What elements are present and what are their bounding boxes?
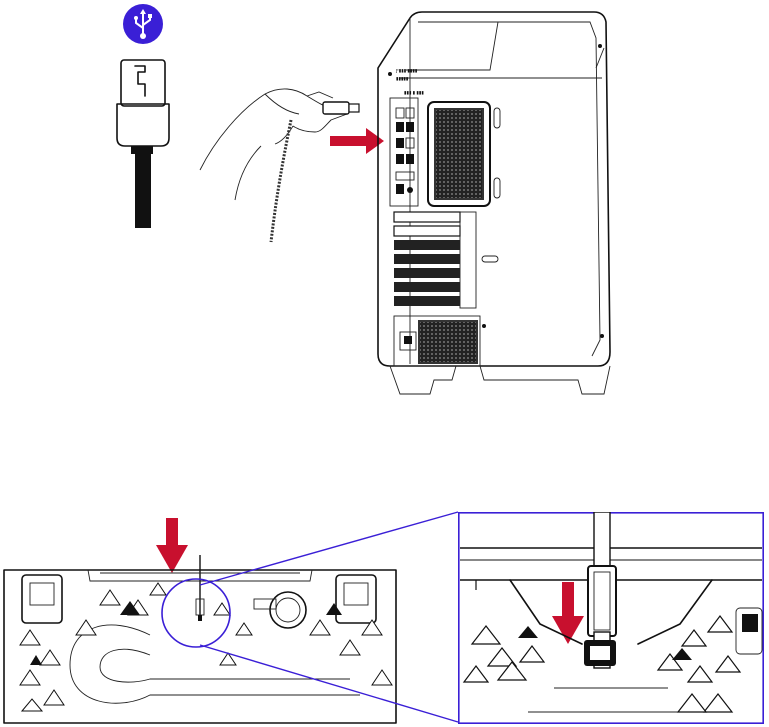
usb-plug [116,59,170,228]
usb-icon [123,4,163,44]
io-panel [389,97,419,207]
keyboard-underside [0,515,400,727]
svg-text:Ƒ▮▮▮ ▮▮▮▮: Ƒ▮▮▮ ▮▮▮▮ [395,68,418,73]
expansion-slots [393,211,499,309]
rear-fan-grille [427,101,491,207]
zoom-connect-arrow [552,582,584,644]
svg-text:▮▮▮▮▮: ▮▮▮▮▮ [396,76,409,81]
callout-lines [0,500,769,727]
svg-text:▮▮▮ ▮ ▮▮▮: ▮▮▮ ▮ ▮▮▮ [404,90,424,95]
connect-arrow [156,518,188,573]
insert-arrow [330,126,386,156]
psu [393,315,481,367]
usb-connector-illustration [100,0,190,235]
pc-case-rear: Ƒ▮▮▮ ▮▮▮▮ ▮▮▮▮▮ ▮▮▮ ▮ ▮▮▮ [370,8,620,400]
zoom-detail-panel [458,512,764,724]
hand-with-cable [195,80,370,250]
